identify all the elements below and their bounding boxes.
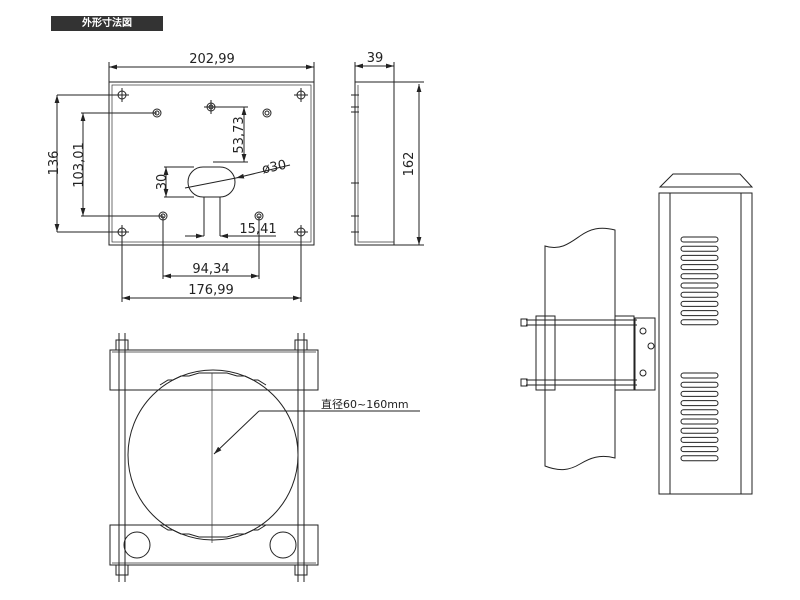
dim-15: 15,41 [239, 222, 276, 237]
pole-clamp [520, 315, 656, 391]
vent-slat [680, 291, 719, 298]
enclosure [658, 173, 754, 495]
vent-slat [680, 446, 719, 453]
diameter-range-label: 直径60~160mm [321, 397, 409, 411]
dim-94: 94,34 [192, 262, 229, 277]
front-view: 202,99 136 103,01 53,73 30 ø30 15,41 94,… [47, 52, 315, 302]
vent-slat [680, 245, 719, 252]
vent-slat [680, 282, 719, 289]
vent-slat [680, 264, 719, 271]
vent-slat [680, 418, 719, 425]
vent-slat [680, 390, 719, 397]
pole [544, 227, 616, 471]
dim-width: 202,99 [189, 52, 235, 67]
vent-slat [680, 436, 719, 443]
vent-slat [680, 273, 719, 280]
vent-slat [680, 319, 719, 326]
vent-slat [680, 372, 719, 379]
vent-slat [680, 381, 719, 388]
dim-depth: 39 [367, 51, 384, 66]
side-view: 39 162 [351, 51, 424, 246]
dim-162: 162 [402, 152, 417, 177]
vent-slat [680, 254, 719, 261]
vent-slat [680, 409, 719, 416]
dim-136: 136 [47, 151, 62, 176]
drawing-title: 外形寸法図 [51, 16, 163, 31]
cable-slot [187, 166, 236, 236]
vent-slat [680, 300, 719, 307]
dim-103: 103,01 [72, 142, 87, 188]
vent-slat [680, 455, 719, 462]
dim-30: 30 [155, 174, 170, 191]
vent-slat [680, 310, 719, 317]
dim-176: 176,99 [188, 283, 234, 298]
vent-slat [680, 236, 719, 243]
dim-diameter: ø30 [261, 158, 288, 178]
dim-53: 53,73 [232, 116, 247, 153]
vent-slat [680, 400, 719, 407]
vent-slat [680, 427, 719, 434]
clamp-view: 直径60~160mm [109, 333, 420, 582]
vent-slats [680, 236, 719, 462]
mounted-unit-view [520, 173, 754, 495]
